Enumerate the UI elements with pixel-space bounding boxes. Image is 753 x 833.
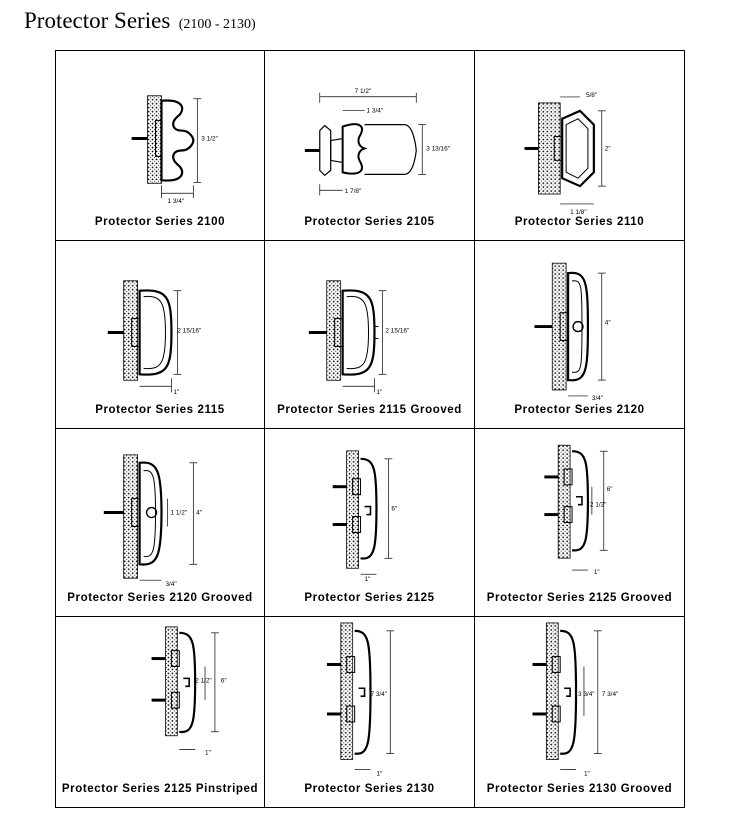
cell-2125-pinstriped: 2 1/2" 6" 1" Protector Series 2125 Pinst… [56, 617, 265, 807]
cell-2125: 6" 1" Protector Series 2125 [265, 429, 475, 617]
cell-2125-grooved: 2 1/2" 6" 1" Protector Series 2125 Groov… [475, 429, 684, 617]
cell-2105: 7 1/2" 1 3/4" 3 13/16" 1 7/8" Protector … [265, 51, 475, 241]
dim-2100-depth: 1 3/4" [167, 198, 184, 205]
dim-2130g-height: 7 3/4" [602, 691, 619, 698]
caption-2130-grooved: Protector Series 2130 Grooved [486, 783, 673, 795]
caption-2110: Protector Series 2110 [514, 216, 645, 228]
drawing-2105: 7 1/2" 1 3/4" 3 13/16" 1 7/8" [304, 88, 451, 195]
dim-2125-depth: 1" [365, 576, 372, 583]
dim-2125p-height: 6" [221, 677, 227, 684]
dim-2120-height: 4" [605, 320, 611, 327]
dim-2100-height: 3 1/2" [201, 136, 218, 143]
dim-2115g-depth: 1" [376, 389, 383, 396]
dim-2105-b: 1 7/8" [345, 188, 362, 195]
cell-2100: 3 1/2" 1 3/4" Protector Series 2100 [56, 51, 265, 241]
cell-2115-grooved: 2 15/16" 1" Protector Series 2115 Groove… [265, 241, 475, 429]
page-title: Protector Series (2100 - 2130) [24, 8, 256, 34]
dim-2130g-depth: 1" [584, 770, 590, 777]
drawing-2130: 7 3/4" 1" [326, 622, 395, 777]
cell-2120: 4" 3/4" Protector Series 2120 [475, 241, 684, 429]
caption-2105: Protector Series 2105 [304, 216, 435, 228]
drawing-2125-grooved: 2 1/2" 6" 1" [544, 444, 613, 576]
drawing-2120-grooved: 1 1/2" 4" 3/4" [103, 454, 203, 588]
drawing-2125-pinstriped: 2 1/2" 6" 1" [151, 626, 227, 757]
dim-2130g-groove: 3 3/4" [578, 691, 595, 698]
dim-2110-height: 2" [605, 145, 611, 152]
dim-2125g-depth: 1" [594, 569, 600, 576]
caption-2125: Protector Series 2125 [304, 592, 435, 604]
drawing-2110: 5/8" 2" 1 1/8" [524, 92, 611, 216]
caption-2120: Protector Series 2120 [514, 404, 645, 416]
drawing-2130-grooved: 3 3/4" 7 3/4" 1" [532, 622, 619, 777]
dim-2125p-groove: 2 1/2" [195, 677, 212, 684]
title-text: Protector Series [24, 8, 171, 33]
cell-2130: 7 3/4" 1" Protector Series 2130 [265, 617, 475, 807]
caption-2130: Protector Series 2130 [304, 783, 435, 795]
drawing-2125: 6" 1" [332, 450, 398, 583]
drawing-2100: 3 1/2" 1 3/4" [131, 95, 219, 205]
drawing-2120: 4" 3/4" [534, 262, 611, 402]
dim-2130-depth: 1" [376, 770, 382, 777]
caption-2115-grooved: Protector Series 2115 Grooved [277, 404, 462, 416]
title-range: (2100 - 2130) [178, 17, 256, 32]
dim-2125-height: 6" [391, 506, 398, 513]
product-grid: 3 1/2" 1 3/4" Protector Series 2100 7 1/… [55, 50, 685, 808]
caption-2100: Protector Series 2100 [94, 216, 226, 228]
dim-2105-a: 1 3/4" [367, 108, 384, 115]
dim-2125p-depth: 1" [205, 750, 211, 757]
dim-2115-depth: 1" [173, 389, 180, 396]
dim-2110-depth: 1 1/8" [570, 209, 587, 216]
dim-2125g-height: 6" [607, 486, 613, 493]
dim-2120g-height: 4" [196, 510, 203, 517]
dim-2125g-groove: 2 1/2" [590, 502, 607, 509]
caption-2120-grooved: Protector Series 2120 Grooved [67, 592, 253, 604]
cell-2120-grooved: 1 1/2" 4" 3/4" Protector Series 2120 Gro… [56, 429, 265, 617]
caption-2125-grooved: Protector Series 2125 Grooved [486, 592, 673, 604]
drawing-2115: 2 15/16" 1" [107, 280, 202, 396]
caption-2125-pinstriped: Protector Series 2125 Pinstriped [61, 783, 259, 795]
cell-2130-grooved: 3 3/4" 7 3/4" 1" Protector Series 2130 G… [475, 617, 684, 807]
dim-2105-height: 3 13/16" [426, 145, 451, 152]
dim-2120g-groove: 1 1/2" [170, 510, 187, 517]
dim-2130-height: 7 3/4" [370, 691, 387, 698]
dim-2120-depth: 3/4" [592, 395, 603, 402]
cell-2115: 2 15/16" 1" Protector Series 2115 [56, 241, 265, 429]
dim-2115-height: 2 15/16" [177, 328, 202, 335]
dim-2110-top: 5/8" [586, 92, 597, 99]
dim-2120g-depth: 3/4" [165, 581, 177, 588]
dim-2105-length: 7 1/2" [355, 88, 372, 95]
cell-2110: 5/8" 2" 1 1/8" Protector Series 2110 [475, 51, 684, 241]
dim-2115g-height: 2 15/16" [385, 328, 410, 335]
drawing-2115-grooved: 2 15/16" 1" [308, 280, 410, 396]
caption-2115: Protector Series 2115 [95, 404, 225, 416]
